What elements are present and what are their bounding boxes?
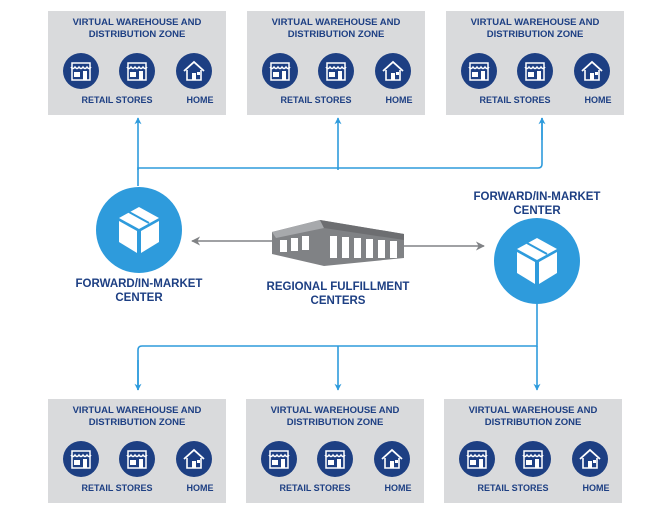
zone-title: VIRTUAL WAREHOUSE AND DISTRIBUTION ZONE: [48, 405, 226, 429]
zone-top-middle: VIRTUAL WAREHOUSE AND DISTRIBUTION ZONE …: [247, 11, 425, 115]
left-forward-center-circle: [96, 187, 182, 273]
store-icon: [119, 441, 155, 477]
zone-bottom-left: VIRTUAL WAREHOUSE AND DISTRIBUTION ZONE …: [48, 399, 226, 503]
zone-title-line2: DISTRIBUTION ZONE: [88, 29, 186, 40]
right-center-label-line2: CENTER: [513, 205, 561, 217]
zone-title-line1: VIRTUAL WAREHOUSE AND: [468, 405, 598, 416]
regional-fulfillment-label: REGIONAL FULFILLMENT CENTERS: [238, 280, 438, 308]
zone-title-line1: VIRTUAL WAREHOUSE AND: [72, 405, 202, 416]
regional-label-line2: CENTERS: [310, 295, 366, 307]
retail-stores-label: RETAIL STORES: [279, 483, 351, 493]
zone-title-line2: DISTRIBUTION ZONE: [486, 29, 584, 40]
zone-title-line2: DISTRIBUTION ZONE: [287, 29, 385, 40]
zone-top-left: VIRTUAL WAREHOUSE AND DISTRIBUTION ZONE …: [48, 11, 226, 115]
retail-stores-label: RETAIL STORES: [280, 95, 352, 105]
regional-label-line1: REGIONAL FULFILLMENT: [266, 281, 410, 293]
zone-title: VIRTUAL WAREHOUSE AND DISTRIBUTION ZONE: [246, 405, 424, 429]
home-label: HOME: [582, 483, 610, 493]
bottom-distribution-line: [137, 304, 538, 390]
store-icon: [459, 441, 495, 477]
left-center-label-line1: FORWARD/IN-MARKET: [75, 278, 203, 290]
house-icon: [374, 441, 410, 477]
zone-title: VIRTUAL WAREHOUSE AND DISTRIBUTION ZONE: [48, 17, 226, 41]
house-icon: [176, 441, 212, 477]
zone-title-line1: VIRTUAL WAREHOUSE AND: [270, 405, 400, 416]
store-icon: [318, 53, 354, 89]
home-label: HOME: [186, 483, 214, 493]
store-icon: [63, 441, 99, 477]
store-icon: [262, 53, 298, 89]
home-label: HOME: [186, 95, 214, 105]
zone-title-line2: DISTRIBUTION ZONE: [286, 417, 384, 428]
retail-stores-label: RETAIL STORES: [81, 95, 153, 105]
home-label: HOME: [385, 95, 413, 105]
zone-top-right: VIRTUAL WAREHOUSE AND DISTRIBUTION ZONE …: [446, 11, 624, 115]
house-icon: [574, 53, 610, 89]
left-forward-center-label: FORWARD/IN-MARKET CENTER: [48, 277, 230, 305]
zone-bottom-middle: VIRTUAL WAREHOUSE AND DISTRIBUTION ZONE …: [246, 399, 424, 503]
left-center-label-line2: CENTER: [115, 292, 163, 304]
zone-title-line2: DISTRIBUTION ZONE: [88, 417, 186, 428]
zone-title: VIRTUAL WAREHOUSE AND DISTRIBUTION ZONE: [247, 17, 425, 41]
house-icon: [375, 53, 411, 89]
zone-title: VIRTUAL WAREHOUSE AND DISTRIBUTION ZONE: [446, 17, 624, 41]
zone-title-line1: VIRTUAL WAREHOUSE AND: [72, 17, 202, 28]
store-icon: [317, 441, 353, 477]
house-icon: [176, 53, 212, 89]
retail-stores-label: RETAIL STORES: [477, 483, 549, 493]
right-forward-center-circle: [494, 218, 580, 304]
right-center-label-line1: FORWARD/IN-MARKET: [473, 191, 601, 203]
home-label: HOME: [584, 95, 612, 105]
box-icon: [517, 238, 557, 284]
store-icon: [517, 53, 553, 89]
zone-title: VIRTUAL WAREHOUSE AND DISTRIBUTION ZONE: [444, 405, 622, 429]
warehouse-icon: [272, 220, 404, 266]
home-label: HOME: [384, 483, 412, 493]
store-icon: [63, 53, 99, 89]
box-icon: [119, 207, 159, 253]
store-icon: [119, 53, 155, 89]
right-forward-center-label: FORWARD/IN-MARKET CENTER: [446, 190, 628, 218]
house-icon: [572, 441, 608, 477]
store-icon: [461, 53, 497, 89]
retail-stores-label: RETAIL STORES: [479, 95, 551, 105]
store-icon: [515, 441, 551, 477]
zone-title-line1: VIRTUAL WAREHOUSE AND: [271, 17, 401, 28]
store-icon: [261, 441, 297, 477]
top-distribution-line: [137, 118, 543, 186]
zone-title-line2: DISTRIBUTION ZONE: [484, 417, 582, 428]
zone-title-line1: VIRTUAL WAREHOUSE AND: [470, 17, 600, 28]
retail-stores-label: RETAIL STORES: [81, 483, 153, 493]
zone-bottom-right: VIRTUAL WAREHOUSE AND DISTRIBUTION ZONE …: [444, 399, 622, 503]
